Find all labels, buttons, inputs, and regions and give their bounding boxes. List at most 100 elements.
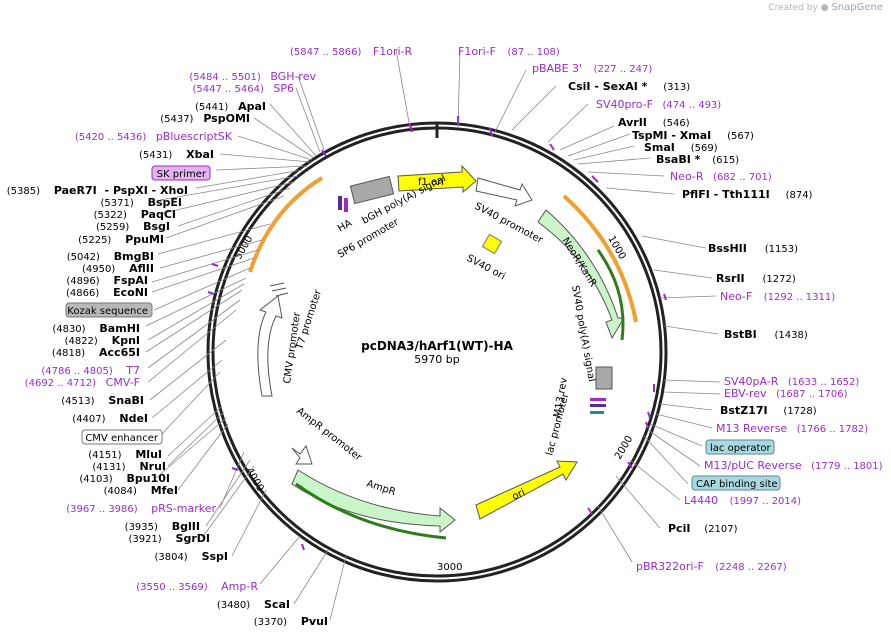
site-csii[interactable]: CsiI - SexAI * (313) xyxy=(568,80,690,93)
site-bstz17i[interactable]: BstZ17I (1728) xyxy=(720,404,817,417)
site-scai[interactable]: (3480) ScaI xyxy=(217,598,290,611)
site-f1ori-f[interactable]: F1ori-F (87 .. 108) xyxy=(458,45,560,58)
kozak-sequence-box[interactable] xyxy=(65,302,153,318)
brand-name: SnapGene xyxy=(831,2,883,13)
sv40-promoter-label: SV40 promoter xyxy=(473,201,546,247)
site-f1ori-r[interactable]: (5847 .. 5866) F1ori-R xyxy=(290,45,413,58)
site-bpu10i[interactable]: (4103) Bpu10I xyxy=(79,472,170,485)
feature-ampr-promoter[interactable]: AmpR promoter xyxy=(291,406,364,465)
kozak-sequence-label: Kozak sequence xyxy=(67,306,148,317)
sites-top: (5847 .. 5866) F1ori-R F1ori-F (87 .. 10… xyxy=(290,45,652,75)
site-amp-r[interactable]: (3550 .. 3569) Amp-R xyxy=(136,580,258,593)
plasmid-name: pcDNA3/hArf1(WT)-HA xyxy=(361,339,513,353)
leader-lines xyxy=(145,49,721,621)
cmv-enhancer-label: CMV enhancer xyxy=(85,433,159,444)
site-sspi[interactable]: (3804) SspI xyxy=(154,550,228,563)
cap-binding-site-label: CAP binding site xyxy=(696,479,778,490)
site-xbai[interactable]: (5431) XbaI xyxy=(139,148,214,161)
site-pbr322ori-f[interactable]: pBR322ori-F (2248 .. 2267) xyxy=(636,560,787,573)
site-prs-marker[interactable]: (3967 .. 3986) pRS-marker xyxy=(66,502,216,515)
cap-binding-site-box[interactable] xyxy=(691,475,781,491)
site-rsrii[interactable]: RsrII (1272) xyxy=(716,272,796,285)
site-acc65i[interactable]: (4818) Acc65I xyxy=(52,346,140,359)
site-sp6[interactable]: (5447 .. 5464) SP6 xyxy=(192,82,294,95)
site-l4440[interactable]: L4440 (1997 .. 2014) xyxy=(684,494,801,507)
site-neo-f[interactable]: Neo-F (1292 .. 1311) xyxy=(720,290,835,303)
sites-left: (5484 .. 5501) BGH-rev (5447 .. 5464) SP… xyxy=(7,70,328,628)
sv40-ori-box[interactable] xyxy=(481,233,503,255)
site-tspmi[interactable]: TspMI - XmaI (567) xyxy=(632,129,754,142)
ori-label: ori xyxy=(511,487,527,502)
polya-block[interactable] xyxy=(595,366,613,390)
site-aflii[interactable]: (4950) AflII xyxy=(82,262,154,275)
site-m13-puc-reverse[interactable]: M13/pUC Reverse (1779 .. 1801) xyxy=(704,459,883,472)
sk-primer-box[interactable] xyxy=(151,165,211,181)
feature-f1ori[interactable]: f1 ori xyxy=(397,164,477,194)
site-ndei[interactable]: (4407) NdeI xyxy=(72,412,148,425)
lac-operator-box[interactable] xyxy=(705,439,775,455)
site-bamhi[interactable]: (4830) BamHI xyxy=(52,322,140,335)
site-pspomi[interactable]: (5437) PspOMI xyxy=(160,112,250,125)
site-bsgi[interactable]: (5259) BsgI xyxy=(96,220,170,233)
site-sv40pa-r[interactable]: SV40pA-R (1633 .. 1652) xyxy=(724,375,859,388)
site-nrui[interactable]: (4131) NruI xyxy=(92,460,166,473)
cmv-orange-arc xyxy=(248,176,324,273)
t7-marks xyxy=(269,282,289,297)
site-smai[interactable]: SmaI (569) xyxy=(644,141,718,154)
m13-lac-marks xyxy=(590,398,606,414)
f1ori-label: f1 ori xyxy=(418,177,444,188)
ampr-green-arc xyxy=(295,482,447,540)
sites-right: CsiI - SexAI * (313) SV40pro-F (474 .. 4… xyxy=(568,80,883,573)
site-pvui[interactable]: (3370) PvuI xyxy=(254,615,328,628)
plasmid-size: 5970 bp xyxy=(414,353,459,366)
site-bstbi[interactable]: BstBI (1438) xyxy=(724,328,808,341)
tick-5000: 5000 xyxy=(233,234,255,262)
site-bspei[interactable]: (5371) BspEI xyxy=(100,196,182,209)
site-mfei[interactable]: (4084) MfeI xyxy=(104,484,178,497)
site-m13-reverse[interactable]: M13 Reverse (1766 .. 1782) xyxy=(716,422,868,435)
primer-ticks xyxy=(207,116,667,551)
site-bglii[interactable]: (3935) BglII xyxy=(125,520,200,533)
site-sgrdi[interactable]: (3921) SgrDI xyxy=(128,532,210,545)
site-bmgbi[interactable]: (5042) BmgBI xyxy=(67,250,154,263)
site-neo-r[interactable]: Neo-R (682 .. 701) xyxy=(670,170,772,183)
sv40-ori-label: SV40 ori xyxy=(465,253,507,282)
site-cmv-f[interactable]: (4692 .. 4712) CMV-F xyxy=(25,376,140,389)
sv40pa-orange-arc xyxy=(562,194,638,323)
site-pbluescriptsk[interactable]: (5420 .. 5436) pBluescriptSK xyxy=(75,130,233,143)
ha-label: HA xyxy=(336,218,354,235)
lac-promoter-label: lac promoter xyxy=(544,391,571,457)
site-fspai[interactable]: (4896) FspAI xyxy=(66,274,148,287)
sk-primer-label: SK primer xyxy=(157,169,207,180)
site-bsabi[interactable]: BsaBI * (615) xyxy=(656,153,739,166)
tick-3000: 3000 xyxy=(437,562,462,573)
feature-ori[interactable]: ori xyxy=(475,460,578,520)
cmv-enhancer-box[interactable] xyxy=(81,429,163,445)
tick-2000: 2000 xyxy=(613,434,635,462)
ampr-label: AmpR xyxy=(365,478,397,498)
site-kpni[interactable]: (4822) KpnI xyxy=(65,334,140,347)
site-pbabe-3[interactable]: pBABE 3' (227 .. 247) xyxy=(532,62,652,75)
site-ppumi[interactable]: (5225) PpuMI xyxy=(78,233,164,246)
site-avrii[interactable]: AvrII (546) xyxy=(618,116,690,129)
site-pcii[interactable]: PciI (2107) xyxy=(668,522,738,535)
site-mlui[interactable]: (4151) MluI xyxy=(88,448,162,461)
site-paer7i[interactable]: (5385) PaeR7I - PspXI - XhoI xyxy=(7,184,188,197)
feature-sv40-promoter[interactable]: SV40 promoter xyxy=(473,177,546,247)
site-paqci[interactable]: (5322) PaqCI xyxy=(94,208,176,221)
site-t7[interactable]: (4786 .. 4805) T7 xyxy=(41,364,140,377)
site-bgh-rev[interactable]: (5484 .. 5501) BGH-rev xyxy=(189,70,316,83)
ha-marks xyxy=(338,196,348,212)
brand-created-by: Created by xyxy=(768,3,818,13)
site-snabi[interactable]: (4513) SnaBI xyxy=(61,394,144,407)
site-bsshii[interactable]: BssHII (1153) xyxy=(708,242,798,255)
lac-operator-label: lac operator xyxy=(710,443,771,454)
site-pflfi[interactable]: PflFI - Tth111I (874) xyxy=(682,188,813,201)
site-ebv-rev[interactable]: EBV-rev (1687 .. 1706) xyxy=(724,387,848,400)
site-apai[interactable]: (5441) ApaI xyxy=(195,100,266,113)
snapgene-logo-icon: ● xyxy=(820,3,829,13)
neo-green-arc xyxy=(596,249,625,341)
site-econi[interactable]: (4866) EcoNI xyxy=(66,286,148,299)
site-sv40pro-f[interactable]: SV40pro-F (474 .. 493) xyxy=(596,98,721,111)
